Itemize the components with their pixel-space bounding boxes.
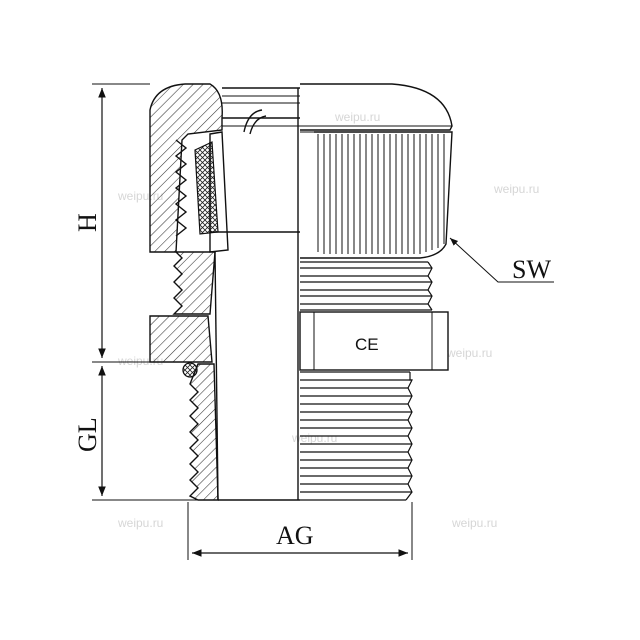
height-label: H (73, 213, 102, 232)
thread-diameter-label: AG (276, 521, 314, 550)
ce-mark: CE (355, 335, 379, 354)
knurled-cap (300, 131, 453, 259)
wrench-size-label: SW (512, 255, 551, 284)
thread-length-label: GL (73, 417, 102, 452)
lower-thread (300, 371, 413, 501)
watermark: weipu.ru (446, 346, 492, 360)
watermark: weipu.ru (117, 516, 163, 530)
dimensions: H GL AG SW (73, 83, 554, 560)
section-view (149, 83, 300, 501)
exterior-view: CE (299, 83, 453, 501)
knurl-lines (317, 134, 445, 254)
watermark: weipu.ru (493, 182, 539, 196)
hex-flange (299, 311, 449, 371)
watermark: weipu.ru (334, 110, 380, 124)
hex-flange-section (149, 315, 213, 363)
upper-thread (300, 261, 433, 311)
body-upper-section (172, 251, 216, 315)
watermark: weipu.ru (451, 516, 497, 530)
wrench-size-leader (449, 237, 554, 283)
watermarks: weipu.ru weipu.ru weipu.ru weipu.ru weip… (117, 110, 539, 530)
watermark: weipu.ru (291, 431, 337, 445)
seal-section (194, 141, 219, 235)
body-lower-section (188, 363, 219, 501)
cap-section (149, 83, 223, 253)
